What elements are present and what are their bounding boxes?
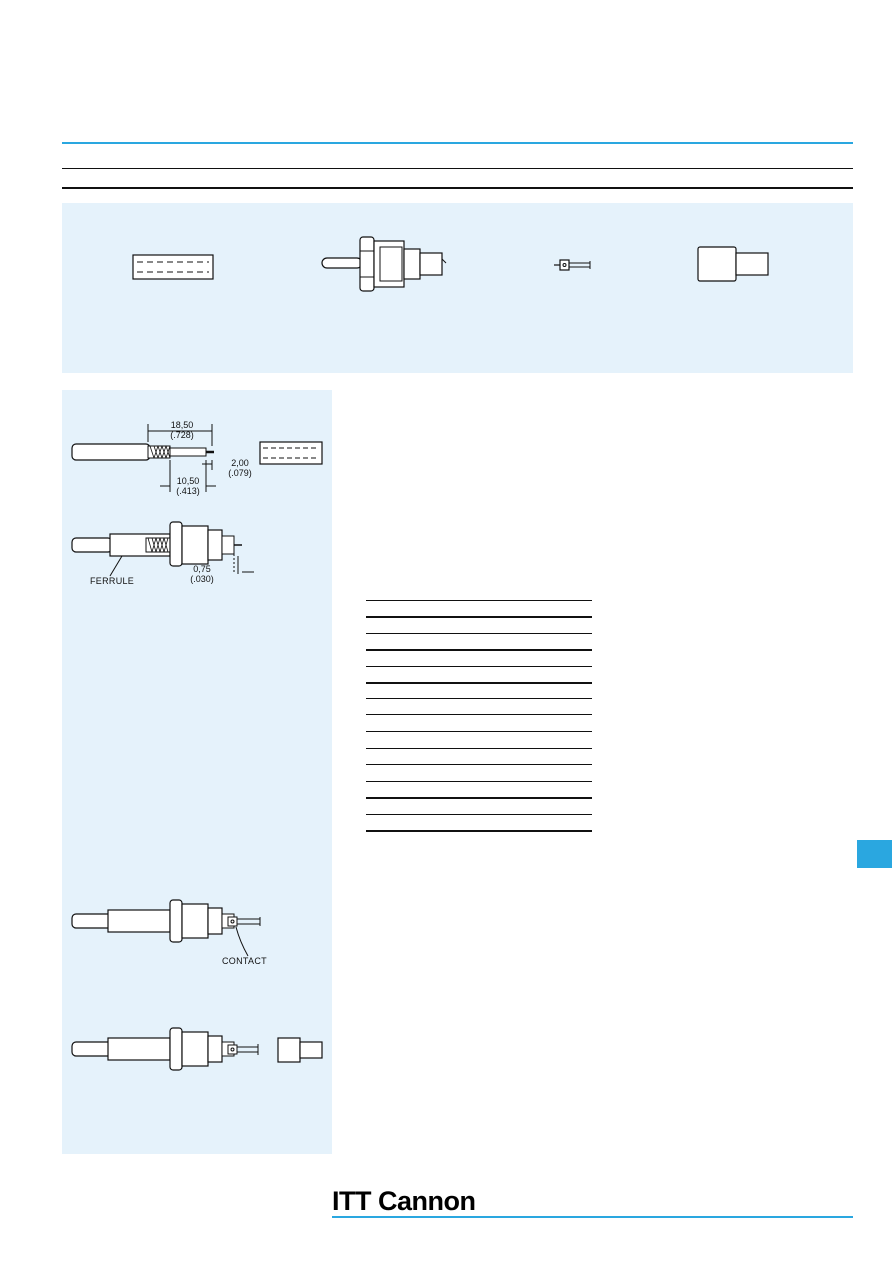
parts-panel: [62, 203, 853, 373]
table-rule: [366, 797, 592, 799]
parts-illustrations: [132, 236, 769, 292]
assembly-drawings: [71, 424, 323, 1071]
dim-overall: 18,50 (.728): [162, 420, 202, 440]
step1-cable-strip-drawing: [71, 424, 323, 492]
connector-body-drawing: [321, 236, 447, 292]
header-rule-thick: [62, 187, 853, 189]
dim-braid-in: (.413): [176, 486, 200, 496]
table-rule: [366, 781, 592, 782]
dim-gap-mm: 0,75: [193, 564, 211, 574]
dim-center-in: (.079): [228, 468, 252, 478]
dim-braid-mm: 10,50: [176, 476, 200, 486]
ferrule-callout: FERRULE: [90, 576, 135, 586]
header-rule-blue: [62, 142, 853, 144]
section-tab-marker: [857, 840, 892, 868]
step2-ferrule-assembly-drawing: [71, 521, 254, 577]
table-rule: [366, 731, 592, 732]
table-rule: [366, 633, 592, 634]
dim-gap: 0,75 (.030): [184, 564, 220, 584]
dim-overall-in: (.728): [170, 430, 194, 440]
contact-callout: CONTACT: [222, 956, 267, 966]
cap-sleeve-drawing: [697, 246, 769, 282]
dim-overall-mm: 18,50: [170, 420, 194, 430]
brand-logo: ITT Cannon: [332, 1186, 476, 1216]
dim-gap-in: (.030): [190, 574, 214, 584]
table-rule: [366, 682, 592, 684]
table-rule: [366, 698, 592, 699]
table-rule: [366, 748, 592, 749]
table-rule: [366, 764, 592, 765]
footer-rule-blue: [332, 1216, 853, 1218]
dim-braid: 10,50 (.413): [170, 476, 206, 496]
table-rule: [366, 714, 592, 715]
table-rule: [366, 600, 592, 601]
table-rule: [366, 666, 592, 667]
step3-contact-drawing: [71, 899, 261, 957]
step4-final-assembly-drawing: [71, 1027, 323, 1071]
contact-pin-drawing: [554, 259, 591, 271]
header-rule-thin: [62, 168, 853, 169]
dim-center-mm: 2,00: [231, 458, 249, 468]
table-rule: [366, 814, 592, 815]
table-rule: [366, 830, 592, 832]
assembly-panel: 18,50 (.728) 2,00 (.079) 10,50 (.413) 0,…: [62, 390, 332, 1154]
table-rule: [366, 649, 592, 651]
dim-center: 2,00 (.079): [222, 458, 258, 478]
table-rule: [366, 616, 592, 618]
ferrule-part-drawing: [132, 254, 214, 280]
